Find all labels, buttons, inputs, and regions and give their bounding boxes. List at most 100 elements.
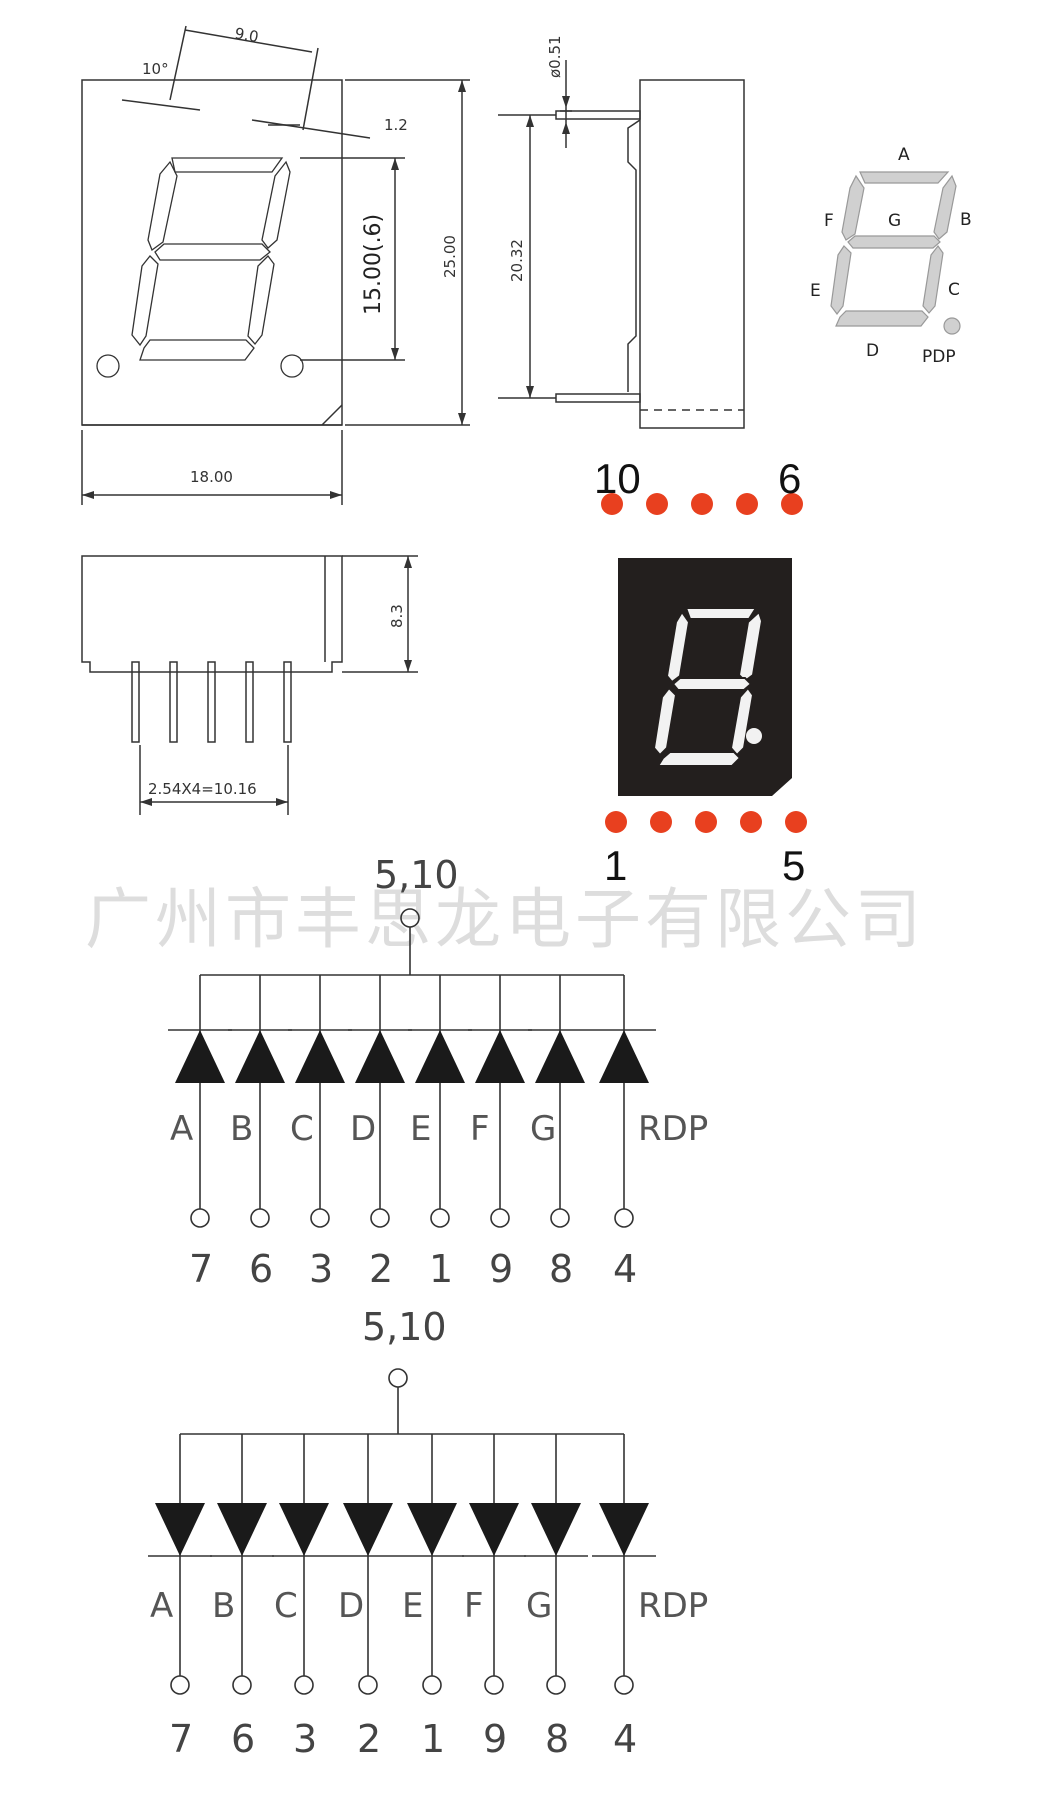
side-notch [627,119,641,392]
pin-terminal [358,1675,378,1695]
diode-a [155,1503,205,1556]
seg-label-a: A [898,145,910,165]
segment-label-g: G [530,1109,556,1149]
diode-f [475,1030,525,1083]
dim-pin-diameter: ø0.51 [546,35,564,78]
pin-dot [781,493,803,515]
common-pins-label: 5,10 [362,1305,447,1349]
dim-line-top [184,29,313,53]
common-terminal [388,1368,408,1388]
bottom-body [81,555,343,673]
bottom-pin-4 [245,661,254,743]
pin-number-label: 4 [613,1717,637,1761]
pin-dot [650,811,672,833]
bottom-pin-dots [605,811,807,833]
pin-number-label: 9 [483,1717,507,1761]
pin-terminal [490,1208,510,1228]
pin-number-label: 4 [613,1247,637,1291]
front-dimension-arrows [82,80,466,499]
segment-label-g: G [526,1586,552,1626]
pin-dot [646,493,668,515]
segment-label-rdp: RDP [638,1109,708,1149]
pin-terminal [310,1208,330,1228]
pin-terminal [422,1675,442,1695]
pin-terminal [614,1675,634,1695]
pin-label-top-left: 10 [594,455,641,502]
label-seg-e [830,245,852,315]
pin-number-label: 2 [357,1717,381,1761]
outline-seg-e [131,255,159,347]
pin-number-label: 8 [549,1247,573,1291]
pin-number-label: 2 [369,1247,393,1291]
side-pin-bottom [555,393,641,403]
bottom-pin-3 [207,661,216,743]
seg-label-c: C [948,280,960,300]
diode-e [407,1503,457,1556]
pin-terminal [430,1208,450,1228]
dim-digit-height: 15.00(.6) [361,214,386,315]
pin-terminal [370,1208,390,1228]
segment-label-d: D [350,1109,376,1149]
pin-terminal [190,1208,210,1228]
seg-label-e: E [810,281,821,301]
diode-b [235,1030,285,1083]
dim-angle: 10° [142,60,169,78]
pin-number-label: 1 [429,1247,453,1291]
watermark-text: 广州市丰思龙电子有限公司 [85,881,925,958]
bottom-pin-2 [169,661,178,743]
pin-dot [695,811,717,833]
outline-seg-b [261,160,291,249]
seg-label-b: B [960,210,972,230]
dim-line-angle [121,99,201,111]
segment-label-b: B [230,1109,253,1149]
bottom-pin-5 [283,661,292,743]
front-outline-drawing [81,25,470,505]
dim-pitch: 2.54X4=10.16 [148,780,257,798]
diode-a [175,1030,225,1083]
diode-c [295,1030,345,1083]
pin-number-label: 7 [169,1717,193,1761]
dim-body-height: 25.00 [441,235,459,278]
pin-terminal [484,1675,504,1695]
side-view-drawing [498,60,745,429]
pin-number-label: 3 [293,1717,317,1761]
diode-rdp [599,1503,649,1556]
outline-seg-g [154,243,271,261]
diode-d [343,1503,393,1556]
diode-b [217,1503,267,1556]
front-view-display [618,558,792,796]
pin-terminal [250,1208,270,1228]
segment-label-a: A [150,1586,173,1626]
pin-terminal [294,1675,314,1695]
pin-number-label: 1 [421,1717,445,1761]
label-dp [943,317,961,335]
label-seg-c [922,244,944,314]
pin-terminal [170,1675,190,1695]
diode-e [415,1030,465,1083]
pin-label-bottom-right: 5 [782,842,805,889]
bottom-pin-1 [131,661,140,743]
display-segments [652,607,764,767]
segment-label-rdp: RDP [638,1586,708,1626]
diode-f [469,1503,519,1556]
pin-terminal [550,1208,570,1228]
outline-seg-c [247,255,275,346]
outline-seg-f [147,160,178,252]
dim-seg-offset: 1.2 [384,116,408,134]
diode-rdp [599,1030,649,1083]
segment-label-d: D [338,1586,364,1626]
seg-label-pdp: PDP [922,347,956,367]
seg-label-g: G [888,211,901,231]
side-dimension-arrows [526,96,570,398]
pin-number-label: 6 [231,1717,255,1761]
dim-body-width: 18.00 [190,468,233,486]
bottom-view-drawing [81,555,418,815]
pin-dot [740,811,762,833]
side-body [639,79,745,429]
segment-label-f: F [464,1586,484,1626]
diode-g [535,1030,585,1083]
